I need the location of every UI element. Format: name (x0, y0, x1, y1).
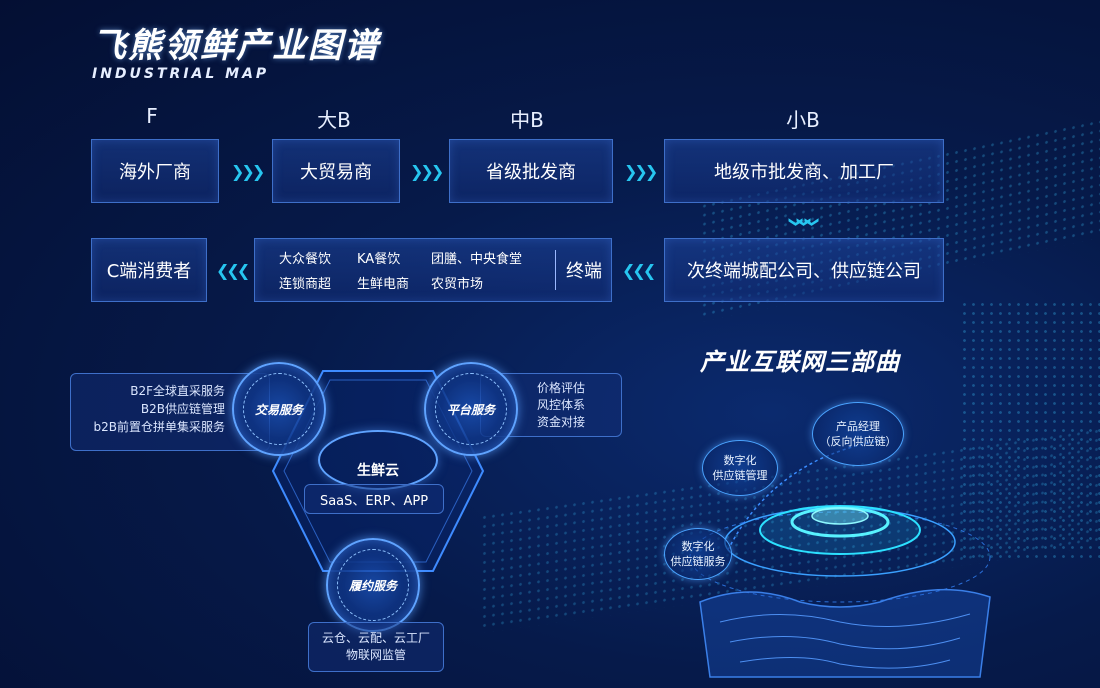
node-label: 次终端城配公司、供应链公司 (687, 261, 921, 282)
terminal-item: 农贸市场 (431, 277, 484, 292)
fulfill-service-panel: 云仓、云配、云工厂 物联网监管 (308, 622, 444, 672)
step-line: 数字化 (723, 454, 757, 467)
terminal-item: 大众餐饮 (279, 252, 332, 267)
node-secondary-distributor: 次终端城配公司、供应链公司 (664, 238, 944, 302)
node-label: 省级批发商 (486, 162, 576, 183)
fulfill-item: 物联网监管 (345, 648, 406, 662)
chevron-right-icon: ❯❯❯ (231, 162, 265, 181)
fulfill-item: 云仓、云配、云工厂 (321, 631, 430, 645)
trade-item: B2F全球直采服务 (130, 384, 225, 398)
dot-wave-right (960, 300, 1100, 560)
platform-service-label: 平台服务 (435, 373, 507, 445)
fresh-cloud-products: SaaS、ERP、APP (304, 484, 444, 514)
node-label: 大贸易商 (300, 162, 372, 183)
chevron-left-icon: ❮❮❮ (622, 261, 656, 280)
chevron-right-icon: ❯❯❯ (410, 162, 444, 181)
chevron-right-icon: ❯❯❯ (624, 162, 658, 181)
node-label: C端消费者 (106, 261, 192, 282)
page-title: 飞熊领鲜产业图谱 (92, 26, 380, 66)
trade-service-label: 交易服务 (243, 373, 315, 445)
step-line: （反向供应链） (819, 435, 897, 448)
trade-items: B2F全球直采服务 B2B供应链管理 b2B前置仓拼单集采服务 (71, 374, 269, 436)
fulfill-service-circle: 履约服务 (326, 538, 420, 632)
chevron-left-icon: ❮❮❮ (216, 261, 250, 280)
chevron-down-icon: ❯❯❯ (788, 216, 820, 228)
node-overseas-manufacturer: 海外厂商 (91, 139, 219, 203)
terminal-items-grid: 大众餐饮 KA餐饮 团膳、中央食堂 连锁商超 生鲜电商 农贸市场 (279, 248, 549, 292)
terminal-divider (555, 250, 556, 290)
platform-hologram (689, 505, 991, 678)
terminal-label: 终端 (566, 261, 602, 282)
step-line: 供应链管理 (712, 469, 768, 482)
node-big-trader: 大贸易商 (272, 139, 400, 203)
trilogy-step-3: 产品经理 （反向供应链） (812, 402, 904, 466)
tier-label-big-b: 大B (317, 108, 351, 132)
page-subtitle: INDUSTRIAL MAP (92, 66, 270, 82)
node-city-wholesaler: 地级市批发商、加工厂 (664, 139, 944, 203)
trilogy-step-1: 数字化 供应链服务 (664, 528, 732, 580)
terminal-item: KA餐饮 (357, 252, 401, 267)
trade-item: B2B供应链管理 (140, 402, 225, 416)
node-label: 地级市批发商、加工厂 (714, 162, 894, 183)
node-provincial-wholesaler: 省级批发商 (449, 139, 613, 203)
trilogy-step-2: 数字化 供应链管理 (702, 440, 778, 496)
platform-item: 风控体系 (537, 398, 586, 412)
step-line: 供应链服务 (670, 555, 726, 568)
step-line: 产品经理 (836, 420, 880, 433)
terminal-item: 生鲜电商 (357, 277, 410, 292)
platform-items: 价格评估 风控体系 资金对接 (481, 374, 621, 431)
tier-label-mid-b: 中B (510, 108, 544, 132)
trade-service-circle: 交易服务 (232, 362, 326, 456)
node-consumer: C端消费者 (91, 238, 207, 302)
trilogy-title: 产业互联网三部曲 (700, 348, 900, 376)
terminal-item: 连锁商超 (279, 277, 332, 292)
trade-item: b2B前置仓拼单集采服务 (93, 420, 226, 434)
fresh-cloud-title: 生鲜云 (357, 463, 399, 479)
node-label: 海外厂商 (119, 162, 191, 183)
platform-service-circle: 平台服务 (424, 362, 518, 456)
fulfill-service-label: 履约服务 (337, 549, 409, 621)
step-line: 数字化 (681, 540, 715, 553)
platform-item: 资金对接 (537, 415, 586, 429)
platform-item: 价格评估 (537, 381, 586, 395)
tier-label-f: F (146, 104, 158, 128)
terminal-item: 团膳、中央食堂 (431, 252, 523, 267)
products-label: SaaS、ERP、APP (319, 493, 429, 509)
node-terminal: 大众餐饮 KA餐饮 团膳、中央食堂 连锁商超 生鲜电商 农贸市场 终端 (254, 238, 612, 302)
tier-label-small-b: 小B (786, 108, 820, 132)
